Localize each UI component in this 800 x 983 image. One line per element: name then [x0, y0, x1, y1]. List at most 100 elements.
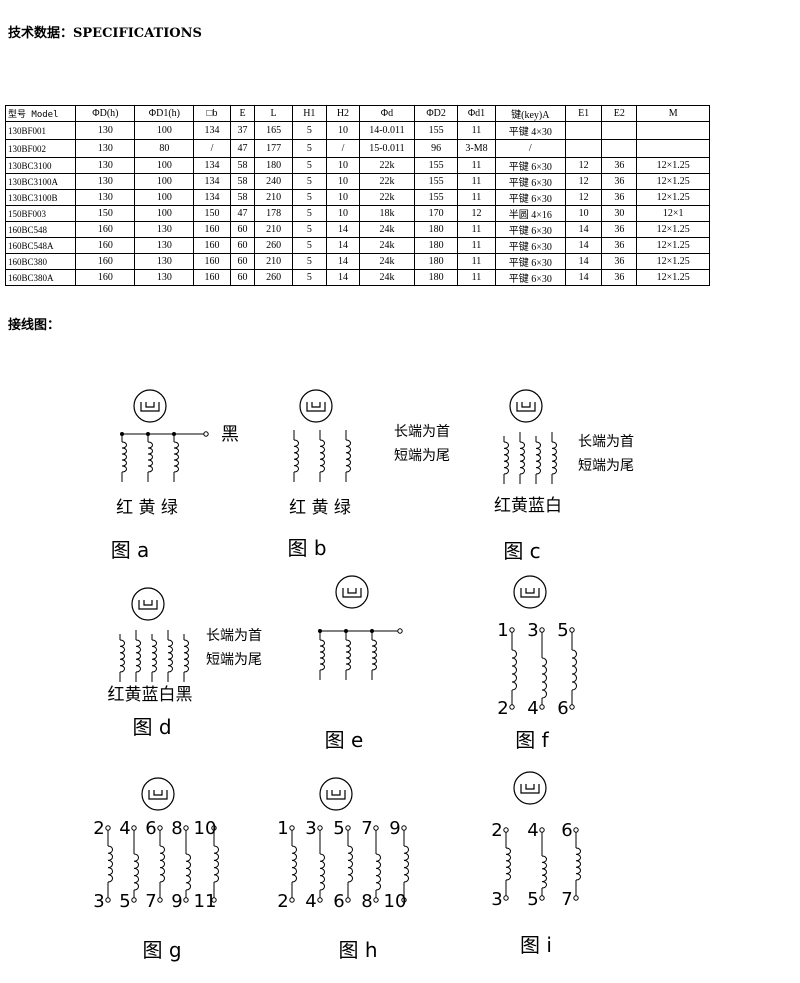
- terminal-number-bottom: 11: [194, 891, 217, 912]
- terminal-number-top: 2: [93, 818, 104, 839]
- wire-label-black: 黑: [221, 424, 239, 445]
- table-cell: 160: [193, 237, 231, 254]
- terminal-number-bottom: 7: [145, 891, 156, 912]
- terminal-dot: [373, 825, 379, 831]
- coil-winding: [319, 639, 325, 671]
- model-cell: 160BC380A: [4, 269, 77, 286]
- coil-winding: [119, 639, 125, 673]
- diagram-caption: 图 a: [111, 538, 150, 562]
- terminal-number-bottom: 4: [305, 891, 316, 912]
- terminal-number-top: 3: [305, 818, 316, 839]
- table-cell: 160: [75, 269, 136, 286]
- coil-winding: [151, 639, 157, 673]
- motor-shaft-icon: [342, 588, 362, 598]
- terminal-dot: [401, 825, 407, 831]
- terminal-dot: [105, 897, 111, 903]
- terminal-number-bottom: 4: [527, 698, 538, 719]
- terminal-number-top: 6: [561, 820, 572, 841]
- coil-winding: [147, 441, 153, 473]
- diagram-caption: 图 c: [503, 539, 540, 563]
- note-short-end-tail: 短端为尾: [578, 458, 634, 474]
- terminal-number-bottom: 2: [497, 698, 508, 719]
- coil-winding: [541, 657, 547, 699]
- diagram-caption: 图 e: [325, 728, 364, 752]
- terminal-number-top: 9: [389, 818, 400, 839]
- coil-winding: [173, 441, 179, 473]
- terminal-number-top: 5: [557, 620, 568, 641]
- coil-winding: [371, 639, 377, 671]
- terminal-number-bottom: 3: [93, 891, 104, 912]
- terminal-number-bottom: 6: [333, 891, 344, 912]
- terminal-number-top: 4: [119, 818, 130, 839]
- wiring-title: 接线图：: [8, 318, 61, 333]
- coil-winding: [511, 649, 517, 691]
- coil-winding: [213, 845, 219, 883]
- coil-winding: [345, 639, 351, 671]
- diagram-caption: 图 b: [287, 536, 326, 560]
- motor-symbol: [141, 777, 175, 811]
- coil-winding: [575, 847, 581, 881]
- terminal-dot: [503, 827, 509, 833]
- coil-winding: [403, 845, 409, 883]
- terminal-dot: [289, 897, 295, 903]
- terminal-dot: [211, 825, 217, 831]
- terminal-dot: [373, 897, 379, 903]
- diagram-caption: 图 d: [132, 715, 171, 739]
- coil-winding: [133, 853, 139, 891]
- terminal-dot: [573, 895, 579, 901]
- coil-winding: [505, 847, 511, 881]
- terminal-number-bottom: 10: [384, 891, 407, 912]
- motor-symbol: [513, 771, 547, 805]
- coil-winding: [375, 853, 381, 891]
- motor-shaft-icon: [138, 600, 158, 610]
- spec-table: 型号 Model ΦD(h) ΦD1(h) □b E L H1 H2 Φd ΦD…: [4, 105, 710, 286]
- coil-winding: [503, 441, 509, 475]
- diagram-caption: 图 i: [520, 933, 552, 957]
- table-cell: 160: [193, 269, 231, 286]
- coil-winding: [167, 639, 173, 673]
- terminal-dot: [509, 627, 515, 633]
- terminal-dot: [289, 825, 295, 831]
- terminal-dot: [157, 897, 163, 903]
- coil-winding: [135, 639, 141, 673]
- terminal-dot: [569, 627, 575, 633]
- note-long-end-head: 长端为首: [394, 424, 450, 440]
- motor-symbol: [131, 587, 165, 621]
- coil-winding: [291, 845, 297, 883]
- motor-shaft-icon: [520, 588, 540, 598]
- terminal-dot: [203, 431, 209, 437]
- motor-symbol: [335, 575, 369, 609]
- terminal-number-top: 10: [194, 818, 217, 839]
- terminal-number-bottom: 3: [491, 889, 502, 910]
- terminal-number-bottom: 8: [361, 891, 372, 912]
- terminal-dot: [105, 825, 111, 831]
- coil-winding: [183, 639, 189, 673]
- terminal-number-bottom: 9: [171, 891, 182, 912]
- terminal-dot: [503, 895, 509, 901]
- coil-winding: [541, 855, 547, 889]
- motor-shaft-icon: [148, 790, 168, 800]
- terminal-number-top: 7: [361, 818, 372, 839]
- table-cell: 36: [601, 269, 638, 286]
- coil-winding: [319, 439, 325, 473]
- coil-winding: [551, 441, 557, 475]
- table-cell: 14: [564, 269, 603, 286]
- table-cell: 180: [413, 269, 459, 286]
- coil-winding: [121, 441, 127, 473]
- terminal-number-bottom: 7: [561, 889, 572, 910]
- terminal-dot: [539, 895, 545, 901]
- col-header-e1: E1: [564, 105, 603, 122]
- terminal-dot: [131, 897, 137, 903]
- motor-symbol: [299, 389, 333, 423]
- terminal-number-top: 3: [527, 620, 538, 641]
- wire-colors-label: 红黄蓝白: [494, 496, 562, 516]
- terminal-number-top: 1: [497, 620, 508, 641]
